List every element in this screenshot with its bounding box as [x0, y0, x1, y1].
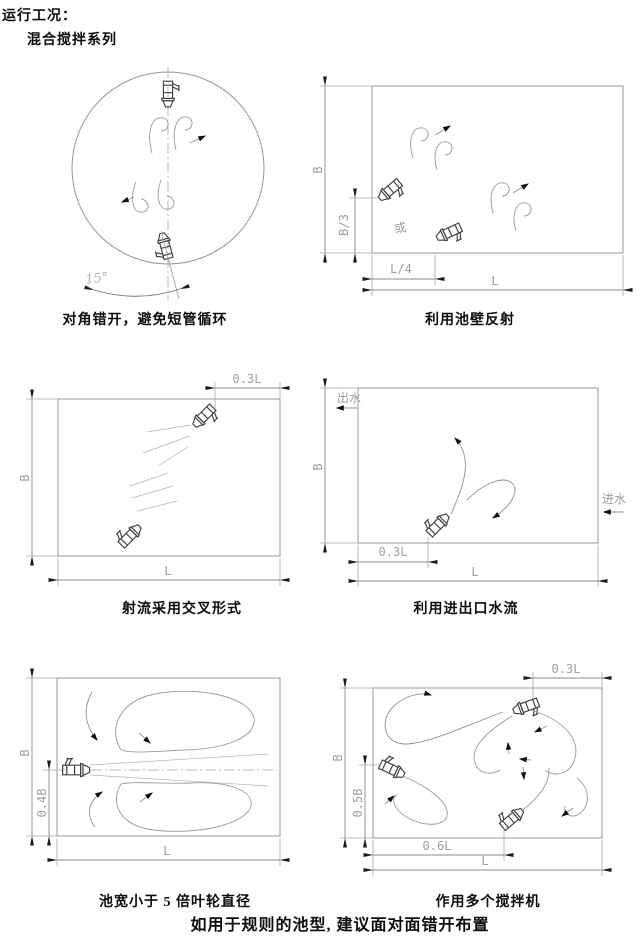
narrow-tank-diagram: B 0.4B L: [18, 668, 290, 866]
flow-curve: [530, 709, 577, 775]
mixer-icon: [375, 176, 408, 208]
series-subtitle: 混合搅拌系列: [27, 33, 117, 48]
flow-curve: [393, 775, 448, 825]
tilt-line: [160, 230, 180, 300]
cross-jets-diagram: 0.3L B L: [18, 372, 290, 586]
circulation-loop: [116, 782, 252, 832]
flow-curve: [450, 437, 466, 515]
flow-arrow: [138, 732, 151, 744]
tank-wall: [357, 387, 599, 544]
mixer-icon: [433, 220, 466, 249]
flow-curl: [434, 141, 453, 171]
jet-wedge: [89, 753, 269, 787]
flow-arrow: [533, 725, 548, 733]
dim-label-03L: 0.3L: [233, 372, 262, 386]
dim-label-L: L: [163, 844, 170, 858]
circle-tank-diagram: 15°: [71, 67, 265, 301]
angle-label: 15°: [84, 270, 109, 288]
flow-curl: [157, 179, 175, 210]
dim-label-L4: L/4: [390, 262, 412, 276]
flow-arrow: [120, 196, 135, 203]
dim-label-L: L: [471, 565, 478, 579]
mixer-icon: [61, 757, 91, 778]
caption-circle-tank: 对角错开，避免短管循环: [62, 313, 228, 328]
multi-mixer-diagram: 0.3L B 0.5B 0.6L L: [331, 662, 612, 876]
mixer-icon: [150, 231, 176, 262]
flow-arrow: [89, 791, 104, 828]
dim-label-B: B: [18, 474, 32, 481]
tank-wall: [372, 687, 603, 839]
page-title: 运行工况：: [2, 9, 77, 24]
flow-curl: [410, 127, 429, 159]
flow-arrow: [505, 741, 512, 755]
dim-label-03L: 0.3L: [379, 545, 408, 559]
dim-label-B: B: [311, 166, 325, 173]
flow-arrow: [189, 135, 207, 144]
flow-arrow: [85, 691, 98, 741]
tank-wall: [371, 85, 624, 254]
flow-curve: [473, 715, 513, 774]
mixer-icon: [161, 80, 180, 108]
or-label: 或: [393, 220, 407, 236]
dim-label-04B: 0.4B: [35, 789, 49, 818]
flow-curve: [522, 767, 550, 811]
mixer-icon: [420, 507, 453, 539]
flow-arrow: [561, 807, 574, 817]
dim-label-B: B: [311, 463, 325, 470]
angle-arc: [84, 284, 190, 297]
mixer-icon: [494, 801, 527, 833]
inlet-label: 进水: [602, 492, 626, 506]
dim-label-L: L: [491, 274, 498, 288]
tank-wall: [57, 398, 281, 557]
caption-narrow-tank: 池宽小于 5 倍叶轮直径: [99, 895, 251, 910]
caption-cross-jets: 射流采用交叉形式: [122, 602, 242, 617]
flow-curl: [132, 181, 149, 213]
dim-label-03L: 0.3L: [552, 662, 581, 676]
circulation-loop: [115, 690, 255, 753]
dim-label-B: B: [331, 754, 345, 761]
mixer-icon: [510, 695, 543, 722]
flow-curl: [149, 117, 169, 154]
flow-curl: [490, 182, 510, 214]
mixer-icon: [189, 402, 222, 434]
flow-curl: [173, 116, 193, 151]
flow-arrow: [434, 125, 452, 136]
flow-arrow: [384, 795, 395, 805]
dim-label-B3: B/3: [337, 214, 351, 236]
outlet-label: 出水: [337, 391, 361, 405]
flow-arrow: [518, 756, 532, 763]
dim-label-05B: 0.5B: [351, 789, 365, 818]
flow-arrow: [139, 792, 153, 803]
caption-wall-reflection: 利用池壁反射: [425, 313, 515, 328]
inlet-outlet-diagram: B 出水 进水 0.3L L: [311, 378, 626, 587]
mixer-icon: [112, 518, 145, 550]
flow-curve: [564, 777, 588, 817]
flow-arrow: [520, 766, 527, 781]
jet-lines: [142, 424, 192, 467]
wall-reflection-diagram: B B/3 或 L/4 L: [311, 76, 633, 296]
flow-arrow: [512, 183, 530, 194]
flow-curve: [466, 479, 516, 519]
flow-curl: [513, 202, 532, 232]
flow-curve: [384, 690, 504, 745]
dim-label-06L: 0.6L: [423, 839, 452, 853]
caption-multi-mixer: 作用多个搅拌机: [435, 895, 541, 910]
tank-wall: [56, 677, 281, 837]
dim-label-L: L: [481, 854, 488, 868]
caption-inlet-outlet: 利用进出口水流: [413, 602, 519, 617]
dim-label-L: L: [164, 564, 171, 578]
footer-note: 如用于规则的池型, 建议面对面错开布置: [190, 917, 490, 934]
tank-wall: [71, 71, 265, 265]
dim-label-B: B: [18, 749, 32, 756]
jet-lines: [129, 472, 178, 512]
